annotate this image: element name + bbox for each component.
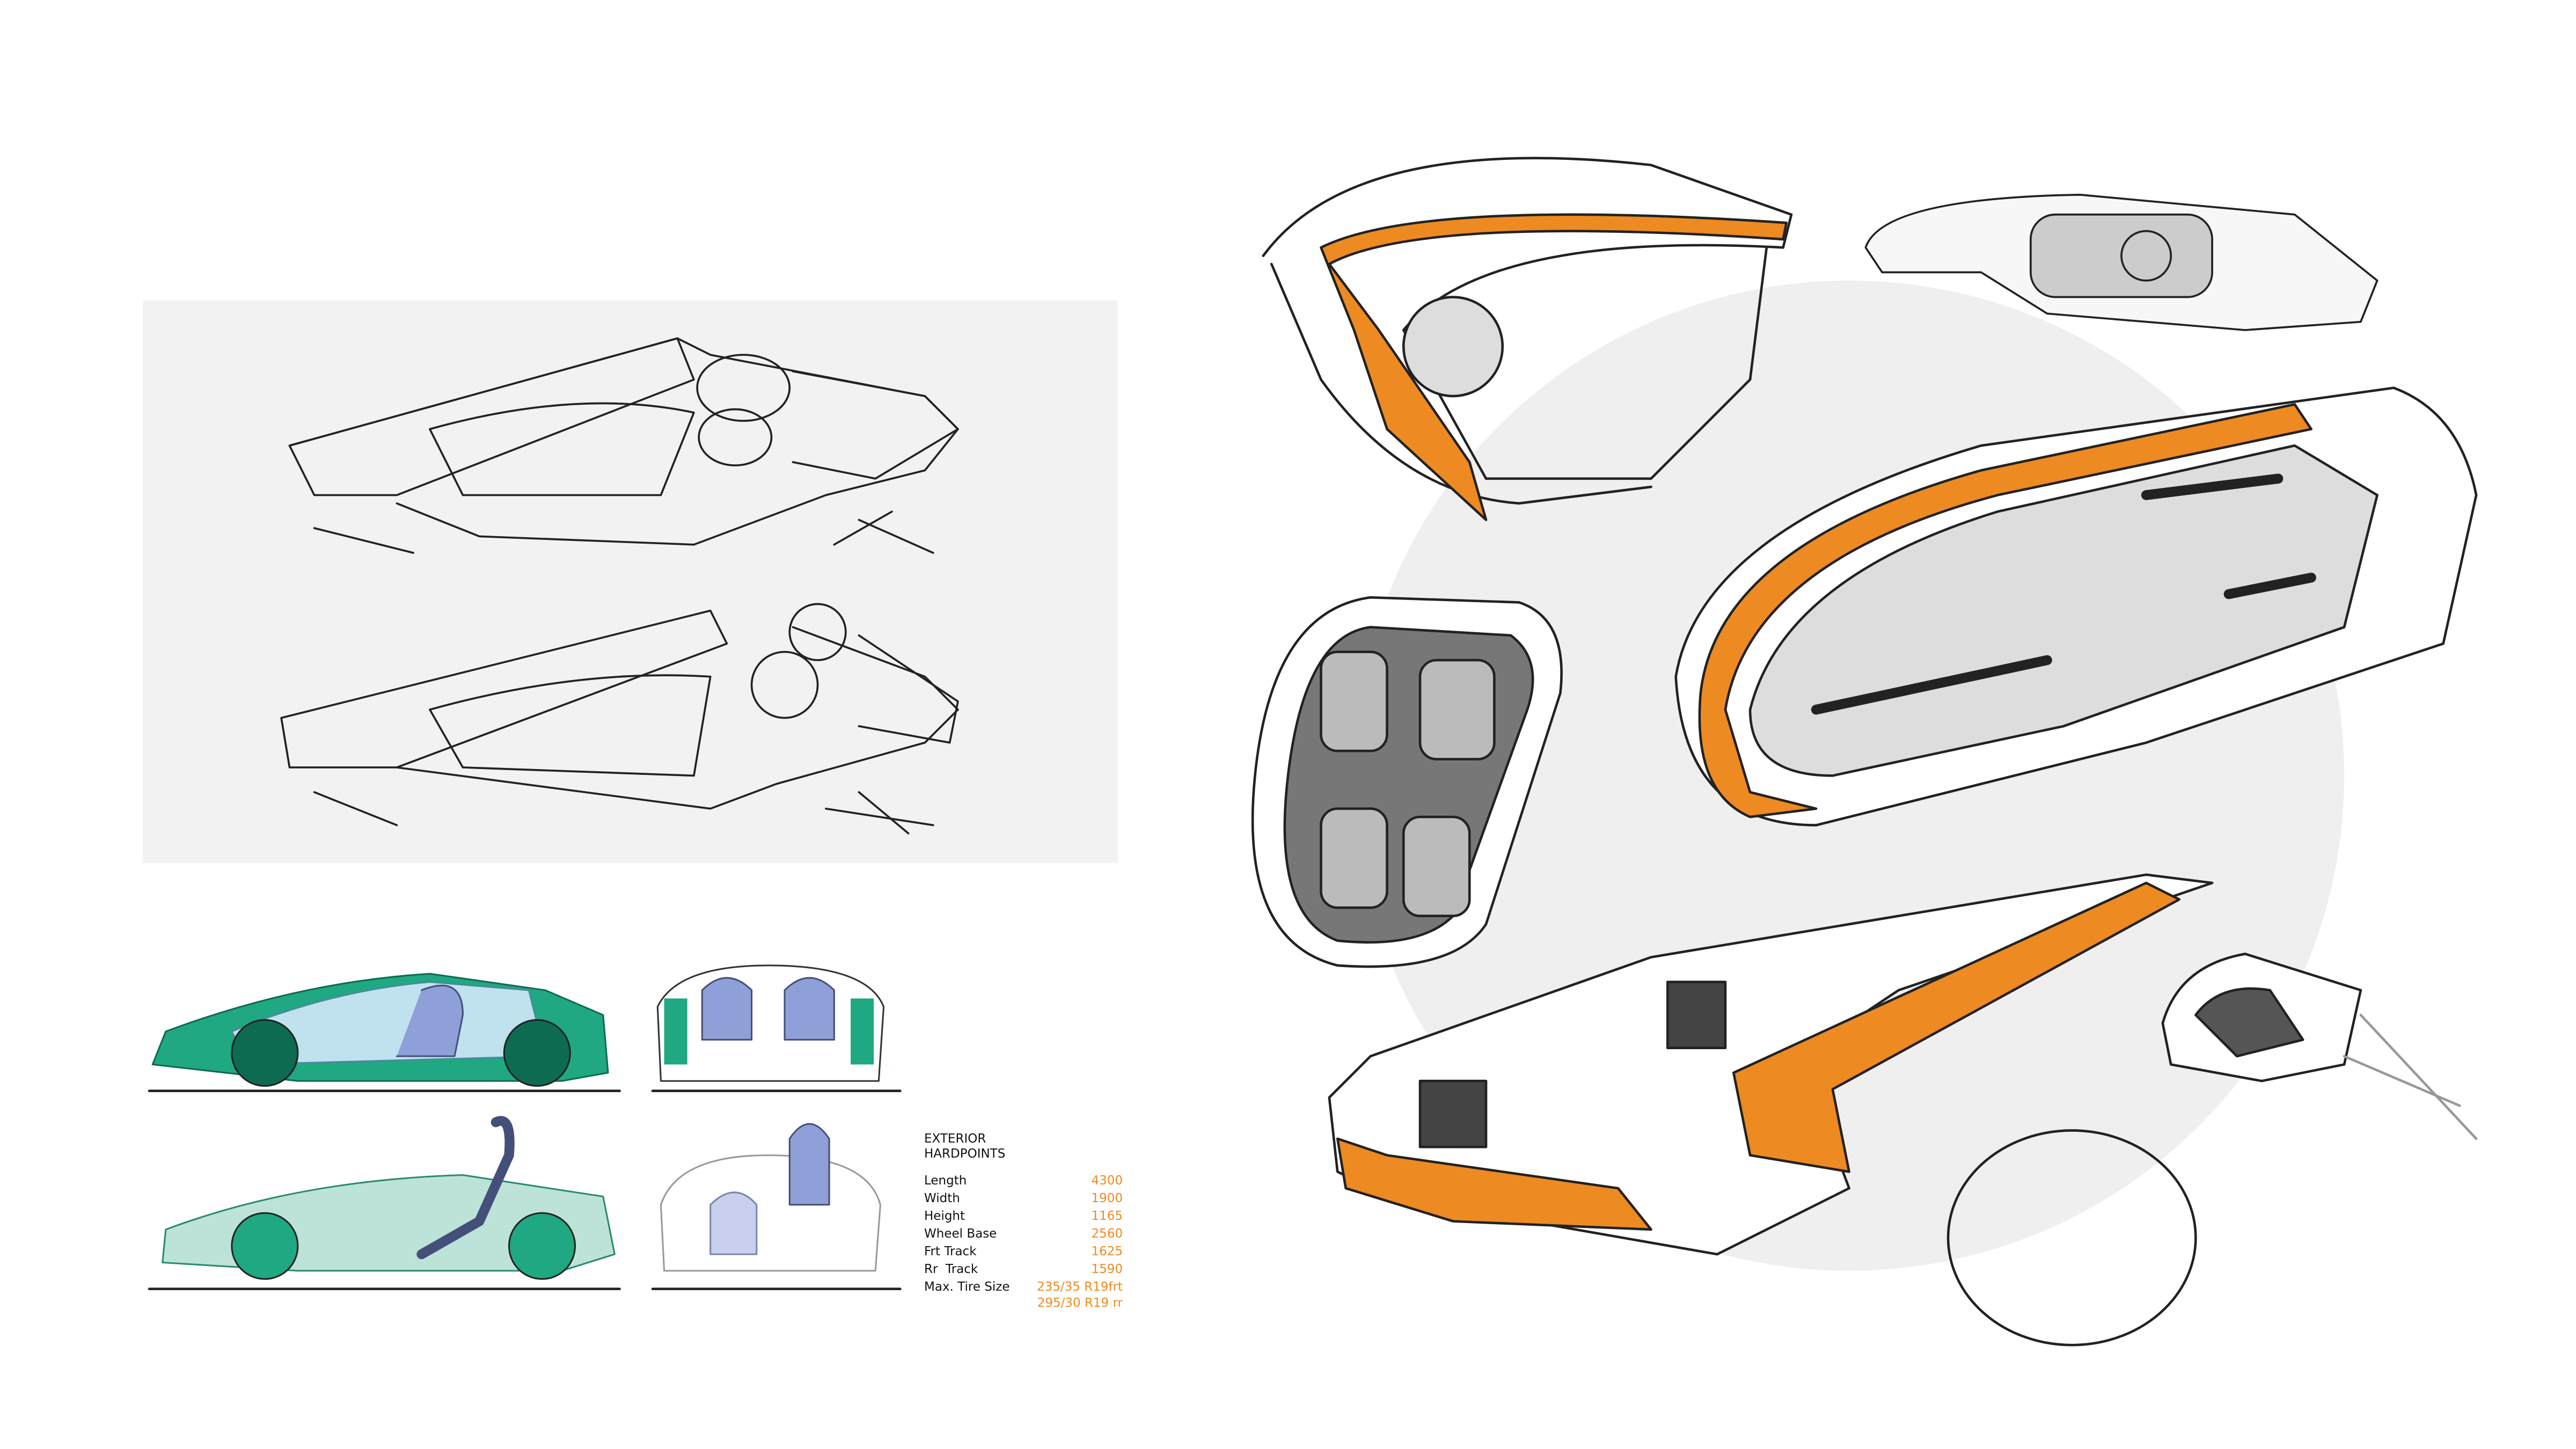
spec-row-wheel-base: Wheel Base 2560 — [924, 1225, 1123, 1243]
spec-value: 1900 — [1091, 1191, 1123, 1205]
pencil-sketch-panel — [142, 300, 1118, 863]
seat-sketch-top — [288, 337, 959, 554]
title-line-1: EXTERIOR — [924, 1132, 986, 1146]
dashboard-sketch — [1864, 194, 2379, 331]
spec-value: 1590 — [1091, 1262, 1123, 1276]
spec-label: Rr Track — [924, 1262, 978, 1276]
console-sketch — [1328, 873, 2214, 1346]
spec-value: 1625 — [1091, 1245, 1123, 1258]
spec-value-rear-tire: 295/30 R19 rr — [1037, 1296, 1123, 1310]
hardpoints-title: EXTERIOR HARDPOINTS — [924, 1131, 1123, 1161]
side-package-view-2 — [148, 1116, 621, 1291]
spec-value: 2560 — [1091, 1227, 1123, 1241]
cockpit-sketch-top — [1262, 157, 1793, 521]
spec-value: 1165 — [1091, 1209, 1123, 1223]
spec-label: Frt Track — [924, 1245, 977, 1258]
spec-row-width: Width 1900 — [924, 1190, 1123, 1208]
spec-value: 235/35 R19frt — [1036, 1280, 1123, 1294]
front-package-view-2 — [651, 1123, 902, 1291]
spec-label: Width — [924, 1191, 960, 1205]
steering-wheel-sketch — [2161, 953, 2478, 1140]
spec-label: Height — [924, 1209, 965, 1223]
spec-label: Max. Tire Size — [924, 1280, 1010, 1294]
spec-row-length: Length 4300 — [924, 1172, 1123, 1190]
exterior-hardpoints-table: EXTERIOR HARDPOINTS Length 4300 Width 1900… — [924, 1131, 1123, 1310]
title-line-2: HARDPOINTS — [924, 1147, 1006, 1161]
spec-label: Wheel Base — [924, 1227, 997, 1241]
interior-plan-sketch-large — [1674, 386, 2478, 826]
front-package-view-1 — [651, 964, 902, 1092]
spec-row-rr-track: Rr Track 1590 — [924, 1261, 1123, 1278]
spec-label: Length — [924, 1174, 967, 1188]
spec-row-height: Height 1165 — [924, 1208, 1123, 1225]
spec-row-frt-track: Frt Track 1625 — [924, 1243, 1123, 1261]
side-package-view-1 — [148, 972, 621, 1092]
spec-value: 4300 — [1091, 1174, 1123, 1188]
interior-plan-sketch-left — [1251, 596, 1563, 968]
seat-sketch-bottom — [280, 603, 959, 835]
spec-row-tire-size: Max. Tire Size 235/35 R19frt — [924, 1278, 1123, 1296]
